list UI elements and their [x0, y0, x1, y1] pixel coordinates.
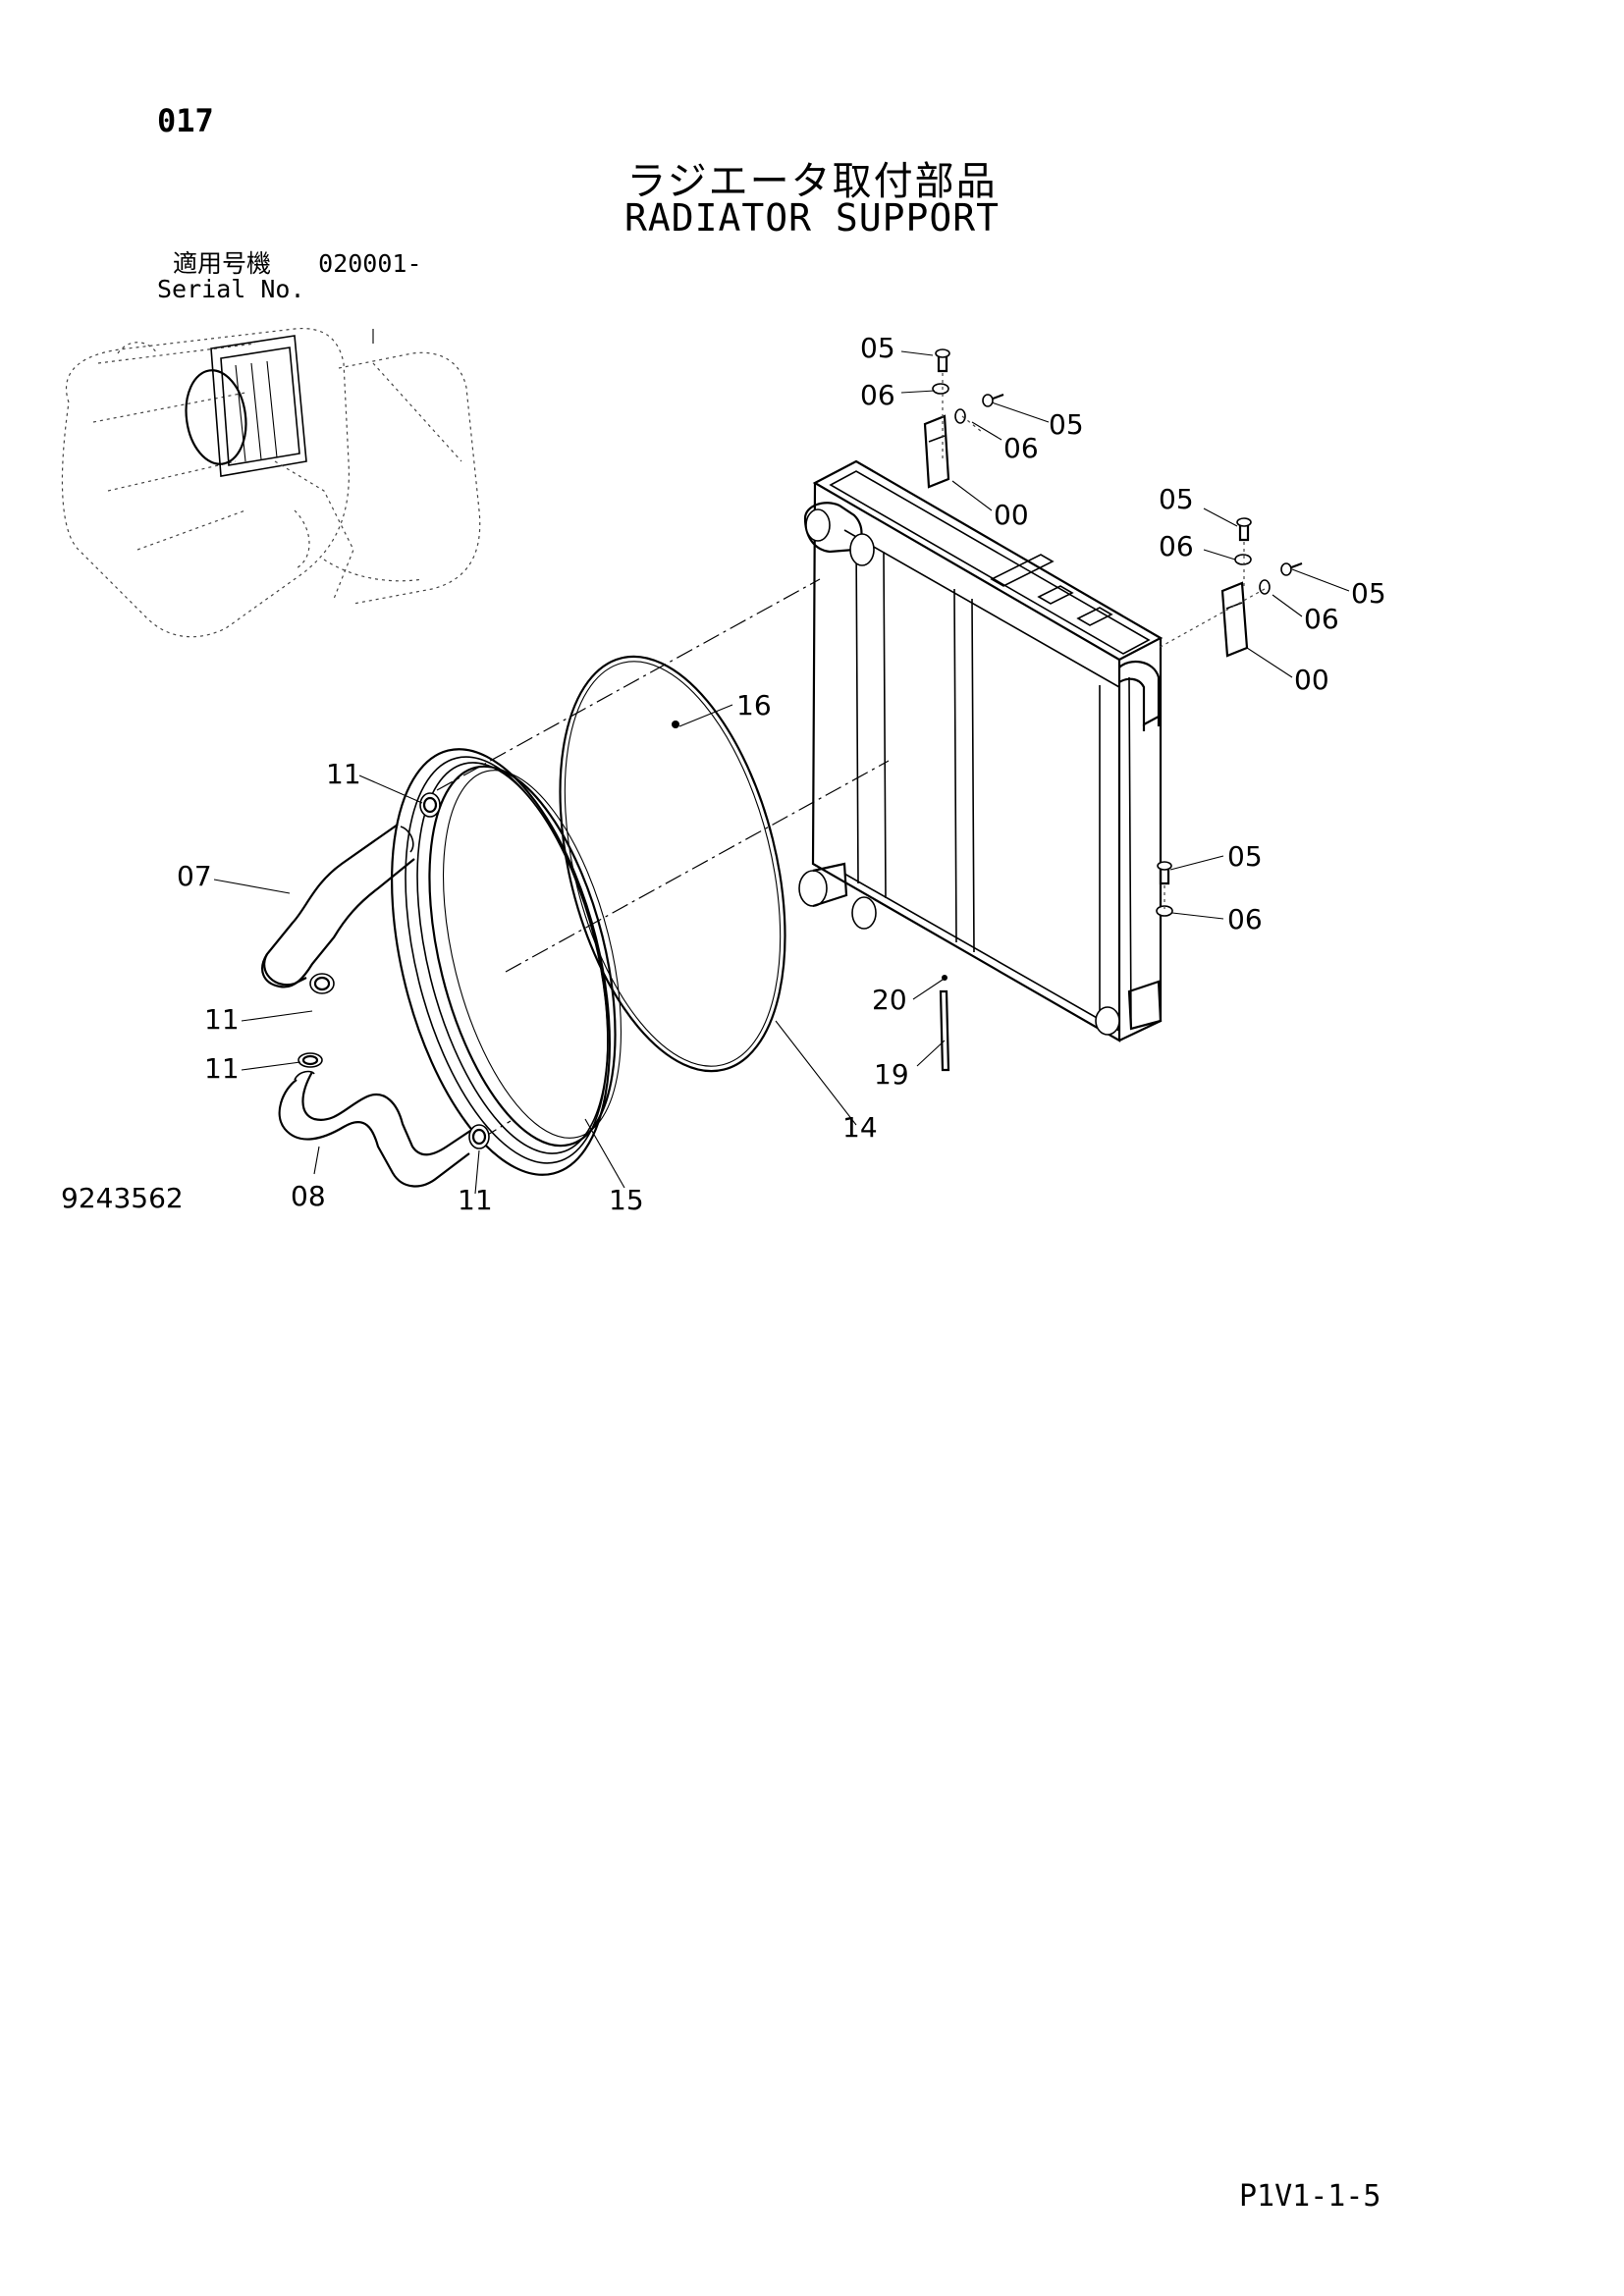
serial-label-english: Serial No. — [157, 275, 305, 303]
callout-00: 00 — [1294, 664, 1329, 696]
callout-labels: 05 06 05 06 00 05 06 05 06 00 16 11 07 0… — [177, 332, 1386, 1216]
callout-08: 08 — [291, 1180, 326, 1212]
page-number: 017 — [157, 102, 214, 139]
callout-16: 16 — [736, 689, 772, 721]
page-code: P1V1-1-5 — [1239, 2179, 1381, 2214]
machine-overview-sketch — [61, 327, 481, 638]
callout-07: 07 — [177, 860, 212, 892]
callout-05: 05 — [1049, 408, 1084, 441]
callout-05: 05 — [1227, 840, 1263, 873]
callout-06: 06 — [860, 379, 895, 411]
shroud-seal-14 — [559, 655, 786, 1073]
callout-11: 11 — [458, 1184, 493, 1216]
callout-05: 05 — [860, 332, 895, 364]
serial-line: 適用号機 020001- — [157, 251, 422, 277]
page-title-japanese: ラジエータ取付部品 — [626, 159, 998, 204]
page-title-english: RADIATOR SUPPORT — [623, 196, 1001, 240]
callout-14: 14 — [842, 1111, 878, 1144]
leader-lines — [213, 350, 1350, 1195]
callout-06: 06 — [1227, 903, 1263, 935]
callout-05: 05 — [1351, 577, 1386, 610]
radiator-assembly — [798, 348, 1303, 1072]
drawing-number: 9243562 — [61, 1182, 184, 1214]
callout-05: 05 — [1159, 483, 1194, 515]
lower-hose-08 — [278, 1052, 490, 1188]
fan-shroud-ring-15 — [390, 748, 623, 1176]
callout-11: 11 — [204, 1052, 240, 1085]
serial-label-japanese: 適用号機 — [173, 249, 272, 278]
serial-block: 適用号機 020001- Serial No. — [157, 251, 422, 302]
callout-06: 06 — [1304, 603, 1339, 635]
callout-15: 15 — [609, 1184, 644, 1216]
callout-06: 06 — [1159, 530, 1194, 562]
callout-06: 06 — [1003, 432, 1039, 464]
callout-00: 00 — [994, 499, 1029, 531]
callout-19: 19 — [874, 1058, 909, 1091]
upper-hose-07 — [261, 792, 441, 994]
serial-value: 020001- — [318, 249, 422, 278]
callout-11: 11 — [326, 758, 361, 790]
callout-11: 11 — [204, 1003, 240, 1036]
callout-20: 20 — [872, 984, 907, 1016]
